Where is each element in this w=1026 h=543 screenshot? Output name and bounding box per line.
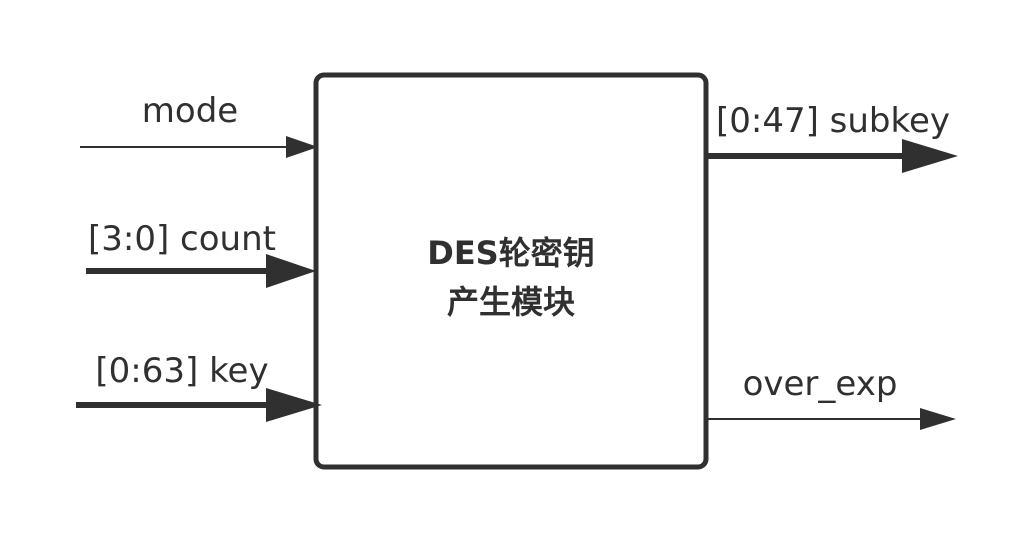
input-count: [3:0] count: [86, 219, 316, 288]
output-over-exp: over_exp: [708, 364, 956, 430]
output-over-exp-label: over_exp: [743, 364, 898, 404]
block-title-line-2: 产生模块: [447, 283, 575, 321]
output-subkey-arrow-icon: [902, 139, 958, 173]
output-subkey-label: [0:47] subkey: [716, 101, 950, 141]
input-count-label: [3:0] count: [88, 219, 276, 259]
input-key-label: [0:63] key: [95, 351, 268, 391]
input-count-arrow-icon: [266, 254, 316, 288]
input-key-arrow-icon: [266, 388, 322, 422]
input-mode-label: mode: [142, 91, 238, 131]
input-key: [0:63] key: [76, 351, 322, 422]
input-mode: mode: [80, 91, 318, 158]
output-over-exp-arrow-icon: [920, 408, 956, 430]
output-subkey: [0:47] subkey: [708, 101, 958, 173]
block-title-line-1: DES轮密钥: [427, 234, 594, 272]
input-mode-arrow-icon: [286, 136, 318, 158]
